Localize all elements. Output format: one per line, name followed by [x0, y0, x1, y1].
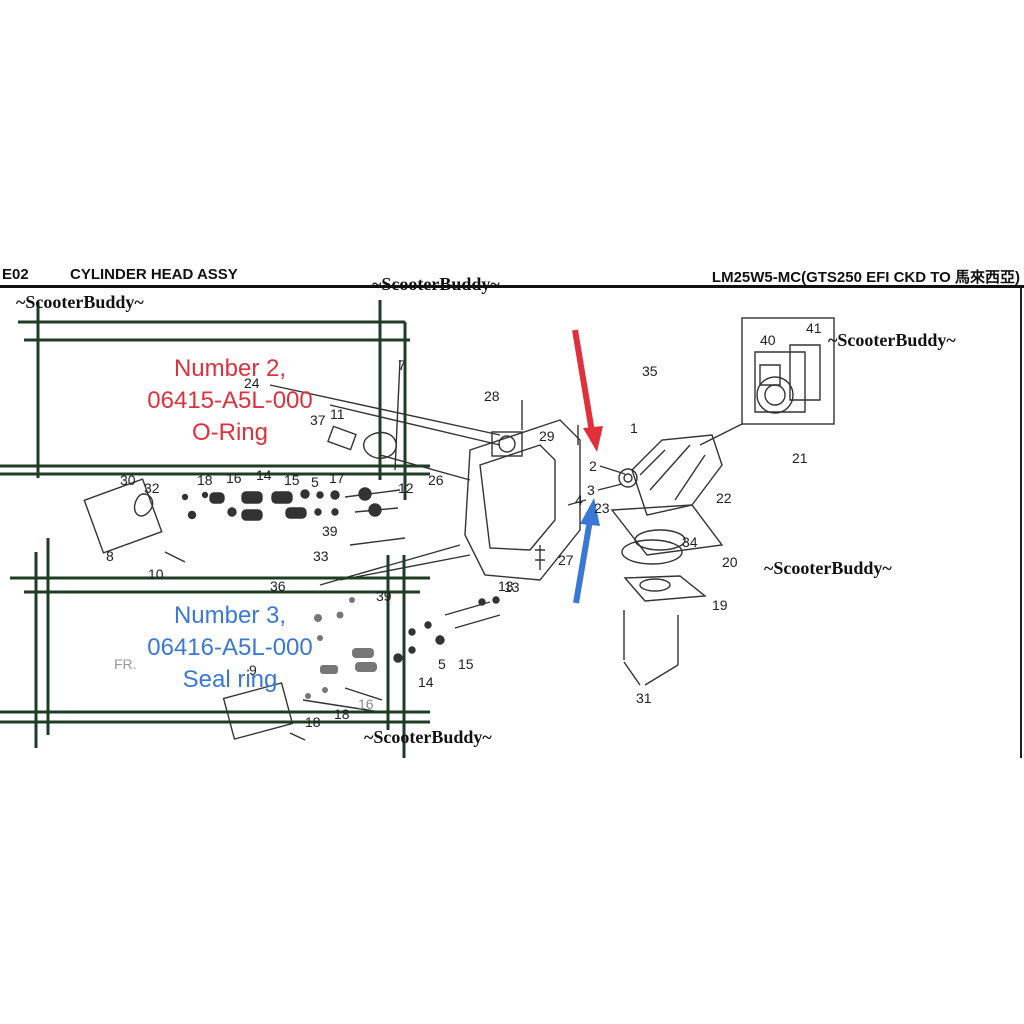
part-label: 19 [712, 597, 728, 613]
part-label: 9 [249, 662, 257, 678]
callout-2-line1: Number 2, [173, 355, 287, 382]
callout-3-line3: Seal ring [182, 666, 278, 693]
part-label: 41 [806, 320, 822, 336]
watermark-top: ~ScooterBuddy~ [372, 274, 500, 294]
watermark-right-mid: ~ScooterBuddy~ [764, 558, 892, 578]
callout-2-line3: O-Ring [191, 419, 269, 446]
part-label: 36 [270, 578, 286, 594]
intake-manifold [631, 434, 723, 516]
part-label: 11 [330, 406, 345, 422]
part-label: 16 [358, 696, 374, 712]
overlay-frame [0, 300, 430, 758]
part-label: 12 [398, 480, 414, 496]
header-rule [0, 285, 1024, 288]
part-label: 33 [313, 548, 329, 564]
part-label: 17 [329, 470, 345, 486]
part-label: 37 [310, 412, 326, 428]
part-label: 5 [311, 474, 319, 490]
part-label: 7 [398, 357, 406, 373]
part-label: 2 [589, 458, 597, 474]
part-label: 40 [760, 332, 776, 348]
part-label: 10 [148, 566, 164, 582]
part-label: 3 [587, 482, 595, 498]
part-label: 23 [594, 500, 610, 516]
right-border [1020, 288, 1022, 758]
part-label: 15 [458, 656, 474, 672]
callout-number-2: Number 2, 06415-A5L-000 O-Ring [95, 353, 365, 449]
part-label: 18 [305, 714, 321, 730]
watermark-left: ~ScooterBuddy~ [16, 292, 144, 312]
part-label: 13 [504, 579, 520, 595]
part-label: 35 [642, 363, 658, 379]
part-label: 16 [226, 470, 242, 486]
part-label: FR. [114, 656, 137, 672]
part-label: 4 [575, 492, 583, 508]
part-label: 29 [539, 428, 555, 444]
part-label: 5 [438, 656, 446, 672]
section-code: E02 [2, 266, 29, 283]
part-label: 1 [630, 420, 638, 436]
cylinder-head [464, 419, 581, 581]
part-label: 14 [418, 674, 434, 690]
part-label: 24 [244, 375, 260, 391]
part-label: 30 [120, 472, 136, 488]
watermark-bottom: ~ScooterBuddy~ [364, 727, 492, 747]
callout-number-3: Number 3, 06416-A5L-000 Seal ring [95, 600, 365, 696]
part-label: 20 [722, 554, 738, 570]
part-label: 26 [428, 472, 444, 488]
part-label: 39 [376, 588, 392, 604]
part-label: 31 [636, 690, 652, 706]
part-label: 13 [498, 578, 514, 594]
part-label: 18 [334, 706, 350, 722]
part-label: 39 [322, 523, 338, 539]
callout-3-line1: Number 3, [173, 602, 287, 629]
part-label: 22 [716, 490, 732, 506]
watermark-right-top: ~ScooterBuddy~ [828, 330, 956, 350]
part-label: 32 [144, 480, 160, 496]
part-label: 27 [558, 552, 574, 568]
red-arrow [572, 329, 603, 452]
part-label: 34 [682, 534, 698, 550]
model-title: LM25W5-MC(GTS250 EFI CKD TO 馬來西亞) [711, 269, 1020, 286]
part-label: 18 [197, 472, 213, 488]
callout-2-line2: 06415-A5L-000 [147, 387, 313, 414]
callout-3-line2: 06416-A5L-000 [147, 634, 313, 661]
part-label: 15 [284, 472, 300, 488]
throttle-box [741, 317, 835, 425]
part-label: 28 [484, 388, 500, 404]
part-label: 21 [792, 450, 808, 466]
part-label: 8 [106, 548, 114, 564]
blue-arrow [573, 498, 600, 604]
part-label: 14 [256, 467, 272, 483]
section-title: CYLINDER HEAD ASSY [70, 266, 238, 283]
